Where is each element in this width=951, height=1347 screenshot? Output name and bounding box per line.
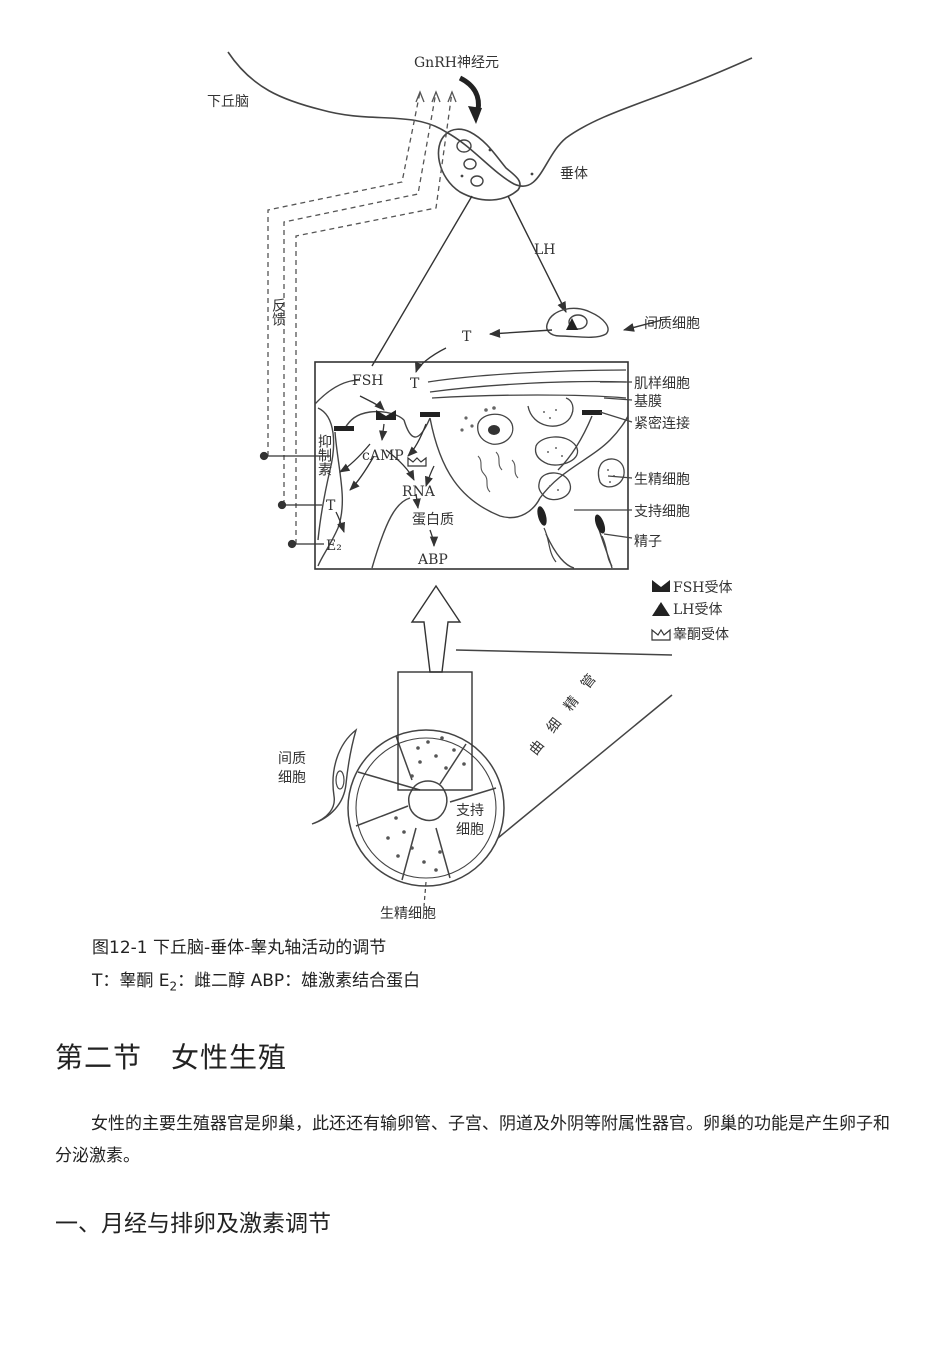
figure-caption: 图12-1 下丘脑-垂体-睾丸轴活动的调节 bbox=[92, 938, 387, 958]
label-sertoli-bottom: 支持细胞 bbox=[456, 803, 484, 838]
legend-lh-label: LH受体 bbox=[673, 602, 723, 618]
label-hypothalamus: 下丘脑 bbox=[207, 94, 249, 110]
label-spermatogenic-bottom: 生精细胞 bbox=[380, 906, 436, 922]
label-spermatogenic: 生精细胞 bbox=[634, 472, 690, 488]
label-inhibin: 抑制素 bbox=[316, 434, 332, 476]
label-t-out: T bbox=[326, 498, 336, 514]
pituitary-gland bbox=[437, 128, 521, 201]
label-camp: cAMP bbox=[362, 448, 404, 464]
hollow-up-arrow bbox=[410, 584, 462, 673]
testosterone-receptor-icon bbox=[651, 628, 671, 641]
hypothalamus-pituitary-testis-diagram: FSH受体 LH受体 睾酮受体 下丘脑 GnRH神经元 垂体 LH 间质细胞 T… bbox=[207, 51, 753, 922]
figure-legend-text: T：睾酮 E2：雌二醇 ABP：雄激素结合蛋白 bbox=[92, 971, 421, 994]
label-e2: E₂ bbox=[326, 538, 342, 554]
legend-testosterone-label: 睾酮受体 bbox=[673, 627, 729, 643]
legend-fsh-label: FSH受体 bbox=[673, 580, 733, 596]
testis-detail-box bbox=[314, 361, 629, 570]
membrane-layers bbox=[314, 369, 627, 405]
label-tight-junction: 紧密连接 bbox=[634, 415, 690, 432]
label-leydig: 间质细胞 bbox=[644, 316, 700, 332]
hypothalamus-contour bbox=[227, 51, 753, 187]
tubule-cross-section bbox=[347, 649, 673, 887]
label-t-top: T bbox=[462, 329, 472, 345]
label-gnrh-neuron: GnRH神经元 bbox=[414, 55, 499, 71]
label-t-inner: T bbox=[410, 376, 420, 392]
label-protein: 蛋白质 bbox=[412, 512, 454, 528]
label-basement: 基膜 bbox=[634, 393, 662, 410]
sertoli-cell-boundaries bbox=[317, 407, 629, 569]
leydig-cell bbox=[546, 307, 609, 338]
legend: FSH受体 LH受体 睾酮受体 bbox=[651, 580, 733, 643]
section-title: 第二节 女性生殖 bbox=[55, 1041, 288, 1074]
section-paragraph: 女性的主要生殖器官是卵巢，此还还有输卵管、子宫、阴道及外阴等附属性器官。卵巢的功… bbox=[55, 1114, 890, 1166]
receptor-bars bbox=[334, 410, 602, 431]
magnified-region-box bbox=[397, 671, 473, 791]
label-seminiferous: 曲细精管 bbox=[527, 660, 609, 758]
label-sertoli: 支持细胞 bbox=[634, 504, 690, 520]
spermatogenic-cells bbox=[477, 397, 625, 501]
feedback-dashed-lines bbox=[267, 91, 453, 544]
leydig-cell-bottom bbox=[311, 728, 358, 825]
label-fsh: FSH bbox=[352, 373, 384, 389]
label-myoid: 肌样细胞 bbox=[634, 376, 690, 392]
fsh-receptor-icon bbox=[652, 580, 670, 592]
label-leydig-bottom: 间质细胞 bbox=[278, 751, 306, 786]
label-leader-lines bbox=[574, 381, 633, 539]
label-lh: LH bbox=[534, 242, 556, 258]
label-sperm: 精子 bbox=[634, 534, 662, 550]
label-abp: ABP bbox=[417, 552, 448, 568]
sperm-cells bbox=[537, 506, 613, 567]
gnrh-arrow bbox=[458, 75, 481, 111]
subsection-title: 一、月经与排卵及激素调节 bbox=[55, 1211, 331, 1237]
fsh-line bbox=[371, 195, 473, 367]
label-feedback: 反馈 bbox=[270, 298, 286, 326]
label-rna: RNA bbox=[402, 484, 436, 500]
lh-arrow bbox=[507, 195, 567, 314]
label-pituitary: 垂体 bbox=[560, 166, 588, 182]
signal-arrows bbox=[335, 423, 439, 548]
feedback-origins bbox=[259, 451, 330, 549]
